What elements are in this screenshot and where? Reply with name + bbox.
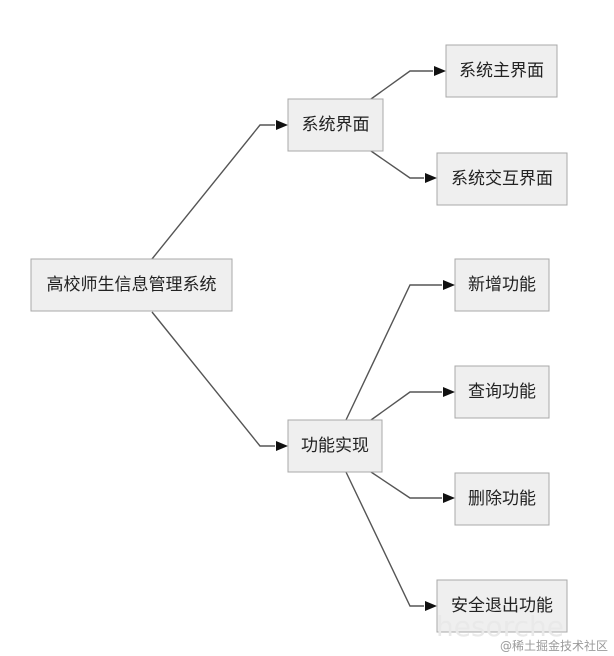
edge-features-to-query xyxy=(370,391,442,421)
node-main-ui-label: 系统主界面 xyxy=(459,61,544,81)
node-root: 高校师生信息管理系统 xyxy=(30,258,233,312)
node-add: 新增功能 xyxy=(454,258,550,312)
node-system-ui: 系统界面 xyxy=(287,98,384,152)
arrowhead-add xyxy=(443,280,455,290)
arrowhead-query xyxy=(443,387,455,397)
watermark: hesorche @稀土掘金技术社区 xyxy=(436,610,608,653)
arrowhead-features xyxy=(276,441,288,451)
node-exit-label: 安全退出功能 xyxy=(451,596,553,616)
node-add-label: 新增功能 xyxy=(468,275,536,295)
edge-system-ui-to-main-ui xyxy=(370,70,433,100)
node-root-label: 高校师生信息管理系统 xyxy=(47,275,217,295)
edge-features-to-add xyxy=(345,284,442,421)
node-delete-label: 删除功能 xyxy=(468,489,536,509)
arrowhead-interactive-ui xyxy=(425,173,437,183)
node-exit: 安全退出功能 xyxy=(436,579,568,633)
node-interactive-ui: 系统交互界面 xyxy=(436,152,568,206)
node-features: 功能实现 xyxy=(287,419,383,473)
node-system-ui-label: 系统界面 xyxy=(302,115,370,135)
arrowhead-delete xyxy=(443,493,455,503)
node-features-label: 功能实现 xyxy=(301,436,369,456)
edge-root-to-system-ui xyxy=(151,124,275,260)
edge-root-to-features xyxy=(151,311,275,447)
node-delete: 删除功能 xyxy=(454,472,550,526)
nodes: 高校师生信息管理系统 系统界面 系统主界面 系统交互界面 功能实现 新增功能 查… xyxy=(30,44,568,633)
edge-features-to-delete xyxy=(370,471,442,499)
watermark-faint-text: hesorche xyxy=(436,610,564,643)
node-interactive-ui-label: 系统交互界面 xyxy=(451,169,553,189)
edge-features-to-exit xyxy=(345,471,424,607)
edge-system-ui-to-interactive-ui xyxy=(370,150,424,179)
watermark-credit-text: @稀土掘金技术社区 xyxy=(500,638,608,653)
edges xyxy=(151,66,455,611)
node-query-label: 查询功能 xyxy=(468,382,536,402)
arrowhead-system-ui xyxy=(276,120,288,130)
arrowhead-exit xyxy=(425,601,437,611)
node-query: 查询功能 xyxy=(454,365,550,419)
arrowhead-main-ui xyxy=(434,66,446,76)
node-main-ui: 系统主界面 xyxy=(445,44,558,98)
